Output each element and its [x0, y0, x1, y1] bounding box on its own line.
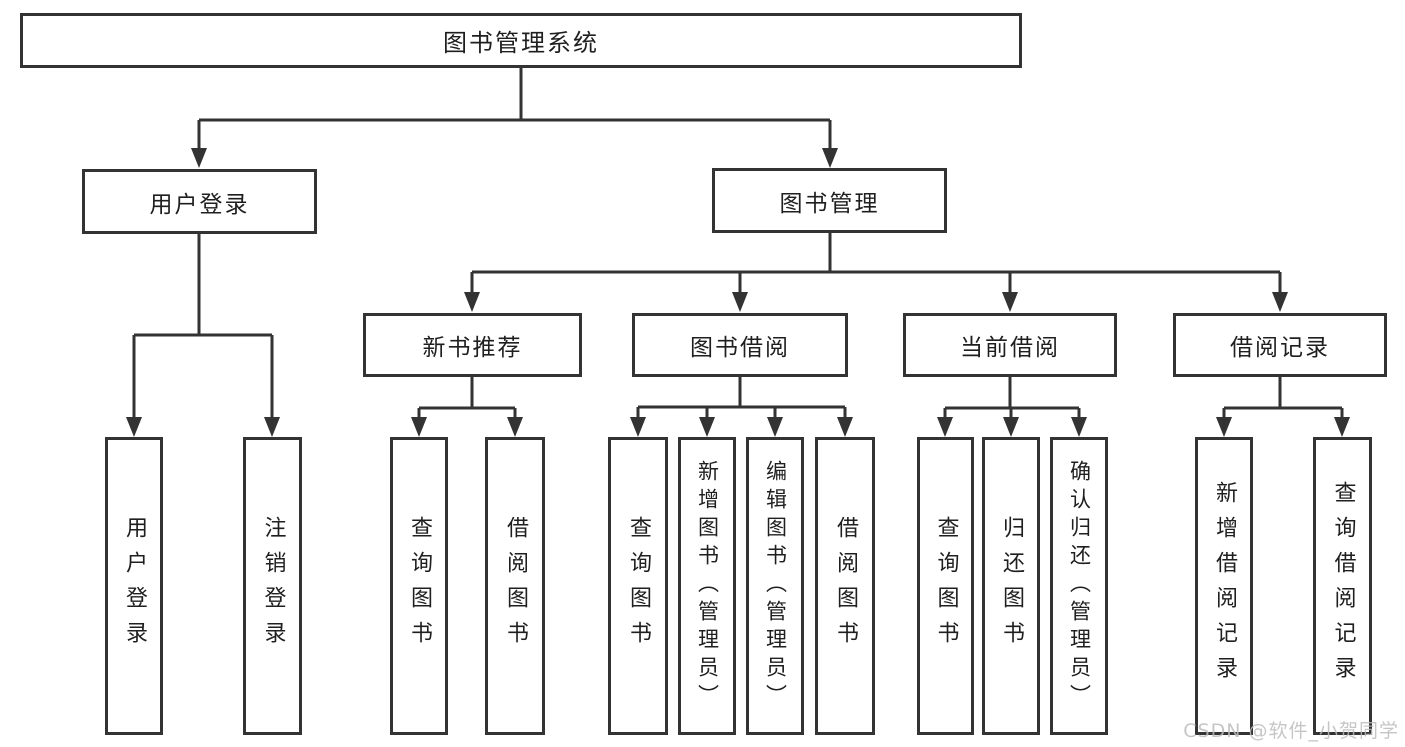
node-borrow-records: 借阅记录: [1173, 313, 1387, 377]
node-user-login-branch: 用户登录: [82, 169, 317, 234]
leaf-label: 注销登录: [260, 516, 286, 656]
node-label: 借阅记录: [1230, 335, 1330, 361]
leaf-label: 新增图书（管理员）: [695, 460, 720, 712]
node-book-borrow: 图书借阅: [632, 313, 848, 377]
leaf-user-login: 用户登录: [105, 437, 163, 735]
leaf-borrow-books-recommend: 借阅图书: [485, 437, 545, 735]
leaf-add-borrow-record: 新增借阅记录: [1195, 437, 1253, 735]
leaf-label: 确认归还（管理员）: [1067, 460, 1092, 712]
node-label: 用户登录: [149, 191, 250, 218]
node-label: 图书借阅: [690, 335, 790, 361]
node-label: 新书推荐: [422, 335, 523, 361]
node-label: 当前借阅: [960, 335, 1060, 361]
leaf-add-books-admin: 新增图书（管理员）: [678, 437, 736, 735]
node-root-label: 图书管理系统: [443, 29, 599, 57]
leaf-query-books-borrow: 查询图书: [608, 437, 668, 735]
node-root-system: 图书管理系统: [20, 13, 1022, 68]
leaf-label: 查询图书: [407, 516, 432, 656]
leaf-label: 借阅图书: [503, 516, 528, 656]
leaf-label: 新增借阅记录: [1212, 481, 1237, 691]
leaf-label: 编辑图书（管理员）: [763, 460, 788, 712]
leaf-label: 查询图书: [626, 516, 651, 656]
leaf-query-books-current: 查询图书: [917, 437, 974, 735]
node-label: 图书管理: [779, 190, 880, 217]
node-new-book-recommend: 新书推荐: [363, 313, 582, 377]
leaf-label: 查询借阅记录: [1330, 481, 1356, 691]
node-current-borrow: 当前借阅: [903, 313, 1117, 377]
leaf-confirm-return-admin: 确认归还（管理员）: [1050, 437, 1108, 735]
leaf-label: 查询图书: [933, 516, 959, 656]
leaf-query-books-recommend: 查询图书: [390, 437, 448, 735]
leaf-return-books: 归还图书: [982, 437, 1040, 735]
leaf-query-borrow-record: 查询借阅记录: [1313, 437, 1372, 735]
leaf-label: 借阅图书: [833, 516, 858, 656]
csdn-watermark: CSDN @软件_小贺同学: [1183, 720, 1399, 742]
node-book-management-branch: 图书管理: [712, 168, 947, 233]
leaf-borrow-books: 借阅图书: [815, 437, 875, 735]
leaf-logout: 注销登录: [243, 437, 302, 735]
leaf-label: 用户登录: [122, 516, 147, 656]
leaf-label: 归还图书: [999, 516, 1024, 656]
leaf-edit-books-admin: 编辑图书（管理员）: [746, 437, 804, 735]
